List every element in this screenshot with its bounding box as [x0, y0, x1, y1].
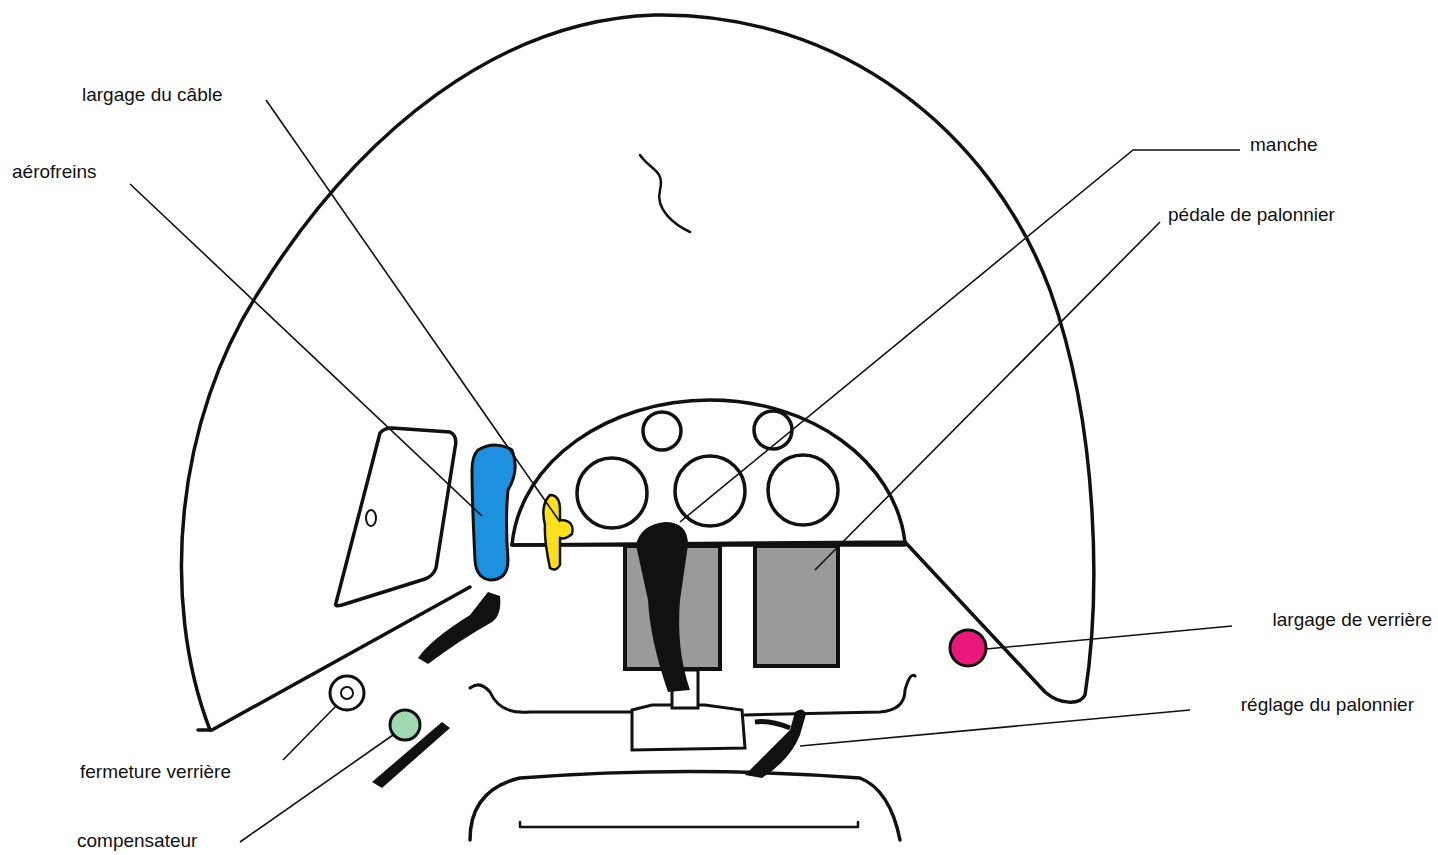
- part-label: largage du câble: [82, 84, 223, 106]
- control-stick: [636, 522, 690, 692]
- gauge: [768, 455, 838, 525]
- yaw-string: [640, 155, 690, 232]
- gauge: [577, 458, 647, 528]
- rudder-pedal: [755, 546, 838, 666]
- window-latch: [366, 510, 376, 526]
- airbrake-link: [418, 592, 500, 664]
- leader-line: [815, 222, 1160, 570]
- small-gauge: [754, 411, 792, 449]
- gauge: [675, 456, 745, 526]
- pedal-adjust-lever: [745, 709, 806, 778]
- cable-release-knob: [543, 495, 572, 569]
- part-label: fermeture verrière: [80, 761, 231, 783]
- pedal-adjust-tab: [755, 722, 790, 728]
- small-gauge: [643, 412, 681, 450]
- canopy-outline: [181, 15, 1093, 730]
- leader-line: [986, 626, 1232, 649]
- leader-line: [266, 100, 560, 522]
- leader-line: [680, 150, 1240, 522]
- leader-line: [800, 710, 1190, 746]
- leader-line: [130, 184, 482, 516]
- canopy-jettison-knob: [950, 630, 986, 666]
- canopy-lock-center: [341, 687, 353, 699]
- seat-line: [520, 822, 858, 827]
- part-label: manche: [1250, 134, 1318, 156]
- part-label: compensateur: [77, 830, 197, 852]
- leader-line: [283, 706, 336, 760]
- side-window: [336, 428, 456, 606]
- canopy-lock-knob: [330, 676, 364, 710]
- leader-line: [240, 735, 393, 842]
- part-label: aérofreins: [12, 161, 97, 183]
- part-label: réglage du palonnier: [1241, 694, 1414, 716]
- trim-knob: [390, 710, 420, 740]
- part-label: largage de verrière: [1273, 609, 1432, 631]
- seat: [470, 772, 900, 841]
- stick-base: [632, 705, 745, 750]
- part-label: pédale de palonnier: [1168, 204, 1335, 226]
